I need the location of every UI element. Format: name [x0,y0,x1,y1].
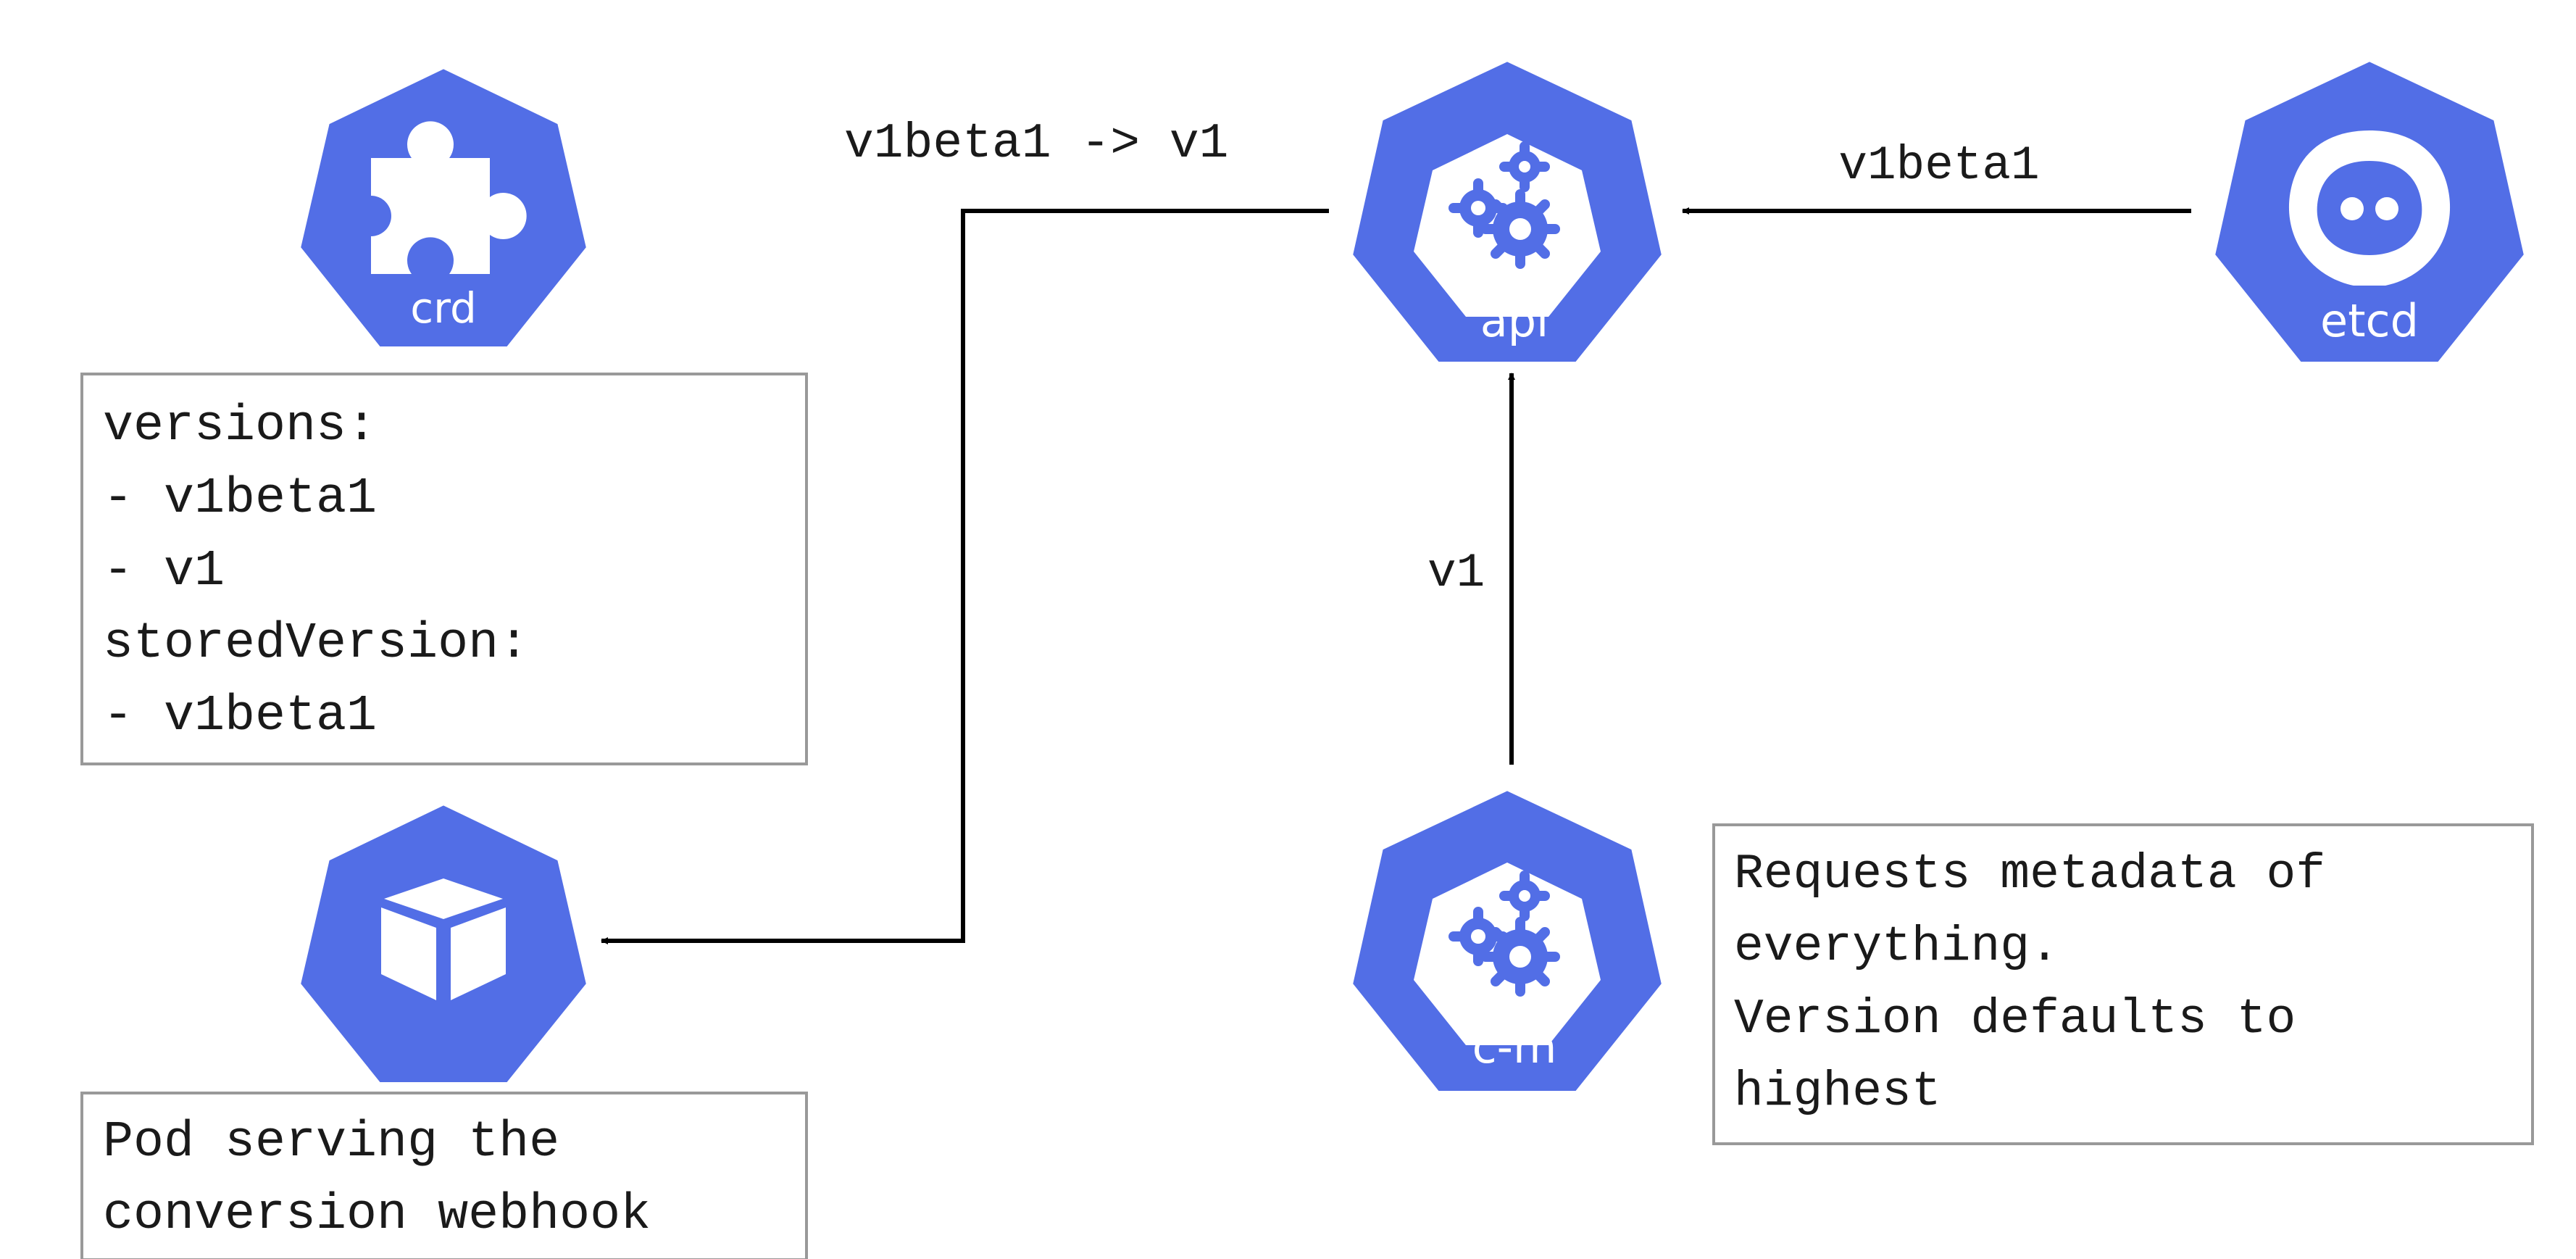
pod-note-box: Pod serving the conversion webhook [80,1092,808,1259]
edge-label-cm-to-api: v1 [1427,546,1485,600]
crd-spec-line: - v1beta1 [103,688,377,745]
pod-note-line: Pod serving the [103,1114,559,1171]
edge-api-to-pod [601,209,1329,944]
crd-label: crd [410,283,477,333]
gears-icon [1449,871,1560,997]
crd-spec-line: versions: [103,398,377,455]
cm-note-box: Requests metadata of everything. Version… [1712,823,2534,1145]
cm-note-line: Requests metadata of [1734,847,2325,902]
cm-note-line: highest [1734,1064,1941,1120]
api-label: api [1480,294,1549,347]
etcd-icon [2288,130,2451,286]
puzzle-icon [371,121,527,274]
crd-node: crd [296,64,591,351]
cm-node: c-m [1348,786,1667,1095]
crd-spec-line: - v1beta1 [103,470,377,528]
cm-note-line: Version defaults to [1734,992,2296,1047]
edge-label-api-to-pod: v1beta1 -> v1 [844,116,1229,172]
cm-label: c-m [1472,1021,1557,1073]
edge-label-etcd-to-api: v1beta1 [1838,138,2039,193]
connectors [601,207,2191,944]
cm-note-line: everything. [1734,919,2059,975]
cube-icon [381,878,506,1000]
crd-spec-line: - v1 [103,543,225,600]
etcd-node: etcd [2210,57,2529,366]
crd-spec-line: storedVersion: [103,615,529,673]
gears-icon [1449,141,1560,269]
etcd-label: etcd [2320,294,2419,347]
pod-heptagon-icon [296,800,591,1086]
pod-node [296,800,591,1086]
crd-spec-box: versions: - v1beta1 - v1 storedVersion: … [80,373,808,765]
pod-note-line: conversion webhook [103,1187,651,1244]
api-node: api [1348,57,1667,366]
